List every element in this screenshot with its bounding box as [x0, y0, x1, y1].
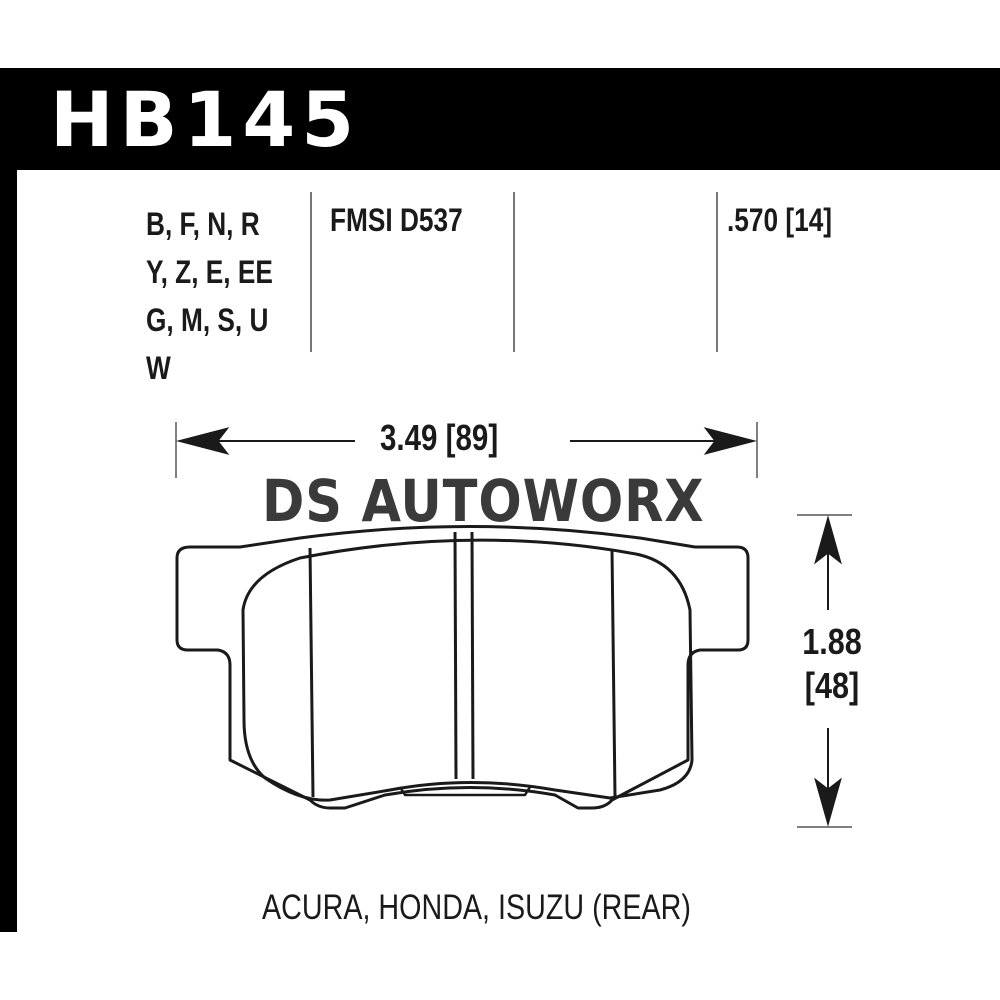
width-dimension-arrow — [175, 422, 758, 478]
compound-codes-list: B, F, N, R Y, Z, E, EE G, M, S, U W — [146, 200, 273, 392]
compound-codes-line: G, M, S, U — [146, 302, 269, 338]
compound-codes-line: Y, Z, E, EE — [146, 254, 273, 290]
height-mm: [48] — [804, 665, 860, 706]
brake-pad-outline — [175, 525, 750, 810]
compound-codes-line: B, F, N, R — [146, 206, 260, 242]
compound-codes-line: W — [146, 350, 171, 386]
vehicle-application: ACURA, HONDA, ISUZU (REAR) — [262, 888, 691, 927]
column-divider — [513, 192, 515, 352]
height-inches: 1.88 — [802, 621, 862, 662]
header-bar — [0, 68, 1000, 170]
column-divider — [716, 192, 718, 352]
height-dimension-arrow — [797, 514, 852, 828]
fmsi-number: FMSI D537 — [330, 202, 463, 238]
pad-thickness: .570 [14] — [727, 202, 833, 238]
height-dimension-label: 1.88 [48] — [796, 620, 867, 708]
left-border-strip — [0, 68, 17, 932]
part-number-title: HB145 — [50, 75, 361, 164]
column-divider — [310, 192, 312, 352]
width-dimension-label: 3.49 [89] — [380, 417, 499, 458]
watermark-logo: DS AUTOWORX — [262, 467, 705, 535]
